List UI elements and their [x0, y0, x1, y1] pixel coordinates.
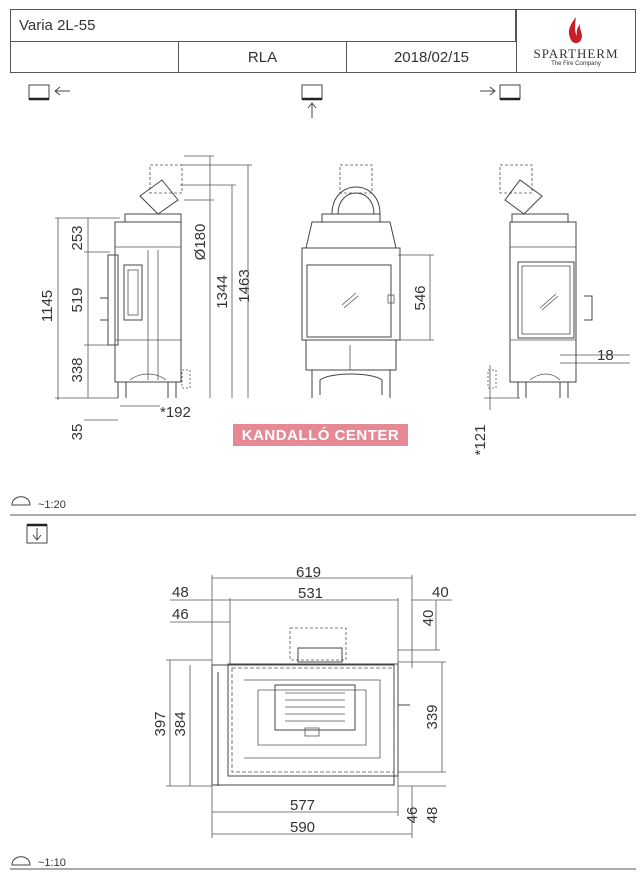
date-label: 2018/02/15 [393, 48, 470, 66]
scale-icon-bottom [11, 856, 31, 866]
dim-18: 18 [597, 347, 614, 364]
view-front-icon [301, 84, 323, 118]
dim-d180: Ø180 [192, 224, 209, 261]
watermark-text: KANDALLÓ CENTER [241, 426, 400, 444]
dim-384: 384 [172, 711, 189, 736]
code-label: RLA [247, 48, 278, 66]
view-right-icon [480, 84, 521, 101]
dim-397: 397 [152, 711, 169, 736]
dim-35: 35 [69, 424, 86, 441]
dim-1463: 1463 [236, 269, 253, 302]
side-view-left [100, 164, 191, 398]
dim-46-bottom: 46 [404, 807, 421, 824]
right-dimensions: 18 *121 [472, 347, 630, 455]
dim-253: 253 [69, 225, 86, 250]
flame-logo-icon [568, 16, 582, 43]
dim-121: *121 [472, 425, 489, 456]
dim-531: 531 [298, 585, 323, 602]
scale-label-bottom: ~1:10 [38, 857, 66, 869]
dim-619: 619 [296, 564, 321, 581]
scale-label-top: ~1:20 [38, 499, 66, 511]
front-dimensions: 546 [398, 254, 434, 341]
dim-338: 338 [69, 357, 86, 382]
view-top-icon [26, 523, 48, 544]
dim-1344: 1344 [214, 275, 231, 308]
brand-name: SPARTHERM [533, 45, 619, 61]
brand-tagline: The Fire Company [551, 60, 601, 67]
dim-46: 46 [172, 606, 189, 623]
dim-590: 590 [290, 819, 315, 836]
dim-40-top: 40 [432, 584, 449, 601]
side-dimensions: 253 519 338 1145 35 Ø180 1344 1463 *192 [39, 155, 253, 441]
dim-192: *192 [160, 404, 191, 421]
dim-48-bottom: 48 [424, 807, 441, 824]
dim-546: 546 [412, 285, 429, 310]
dim-40-right: 40 [420, 610, 437, 627]
title-block: Varia 2L-55 RLA 2018/02/15 SPARTHERM The… [10, 9, 636, 73]
plan-view [211, 627, 410, 786]
dim-339: 339 [424, 704, 441, 729]
front-view [301, 164, 401, 398]
watermark-banner: KANDALLÓ CENTER [233, 424, 408, 446]
view-left-icon [28, 84, 70, 101]
brand-cell: SPARTHERM The Fire Company [516, 9, 636, 73]
scale-icon-top [11, 496, 31, 506]
model-name: Varia 2L-55 [19, 17, 96, 34]
plan-dimensions: 619 531 48 46 40 40 397 384 339 577 590 … [152, 564, 452, 838]
dim-577: 577 [290, 797, 315, 814]
dim-519: 519 [69, 287, 86, 312]
dim-48: 48 [172, 584, 189, 601]
side-view-right [487, 164, 593, 398]
dim-1145: 1145 [39, 290, 56, 322]
